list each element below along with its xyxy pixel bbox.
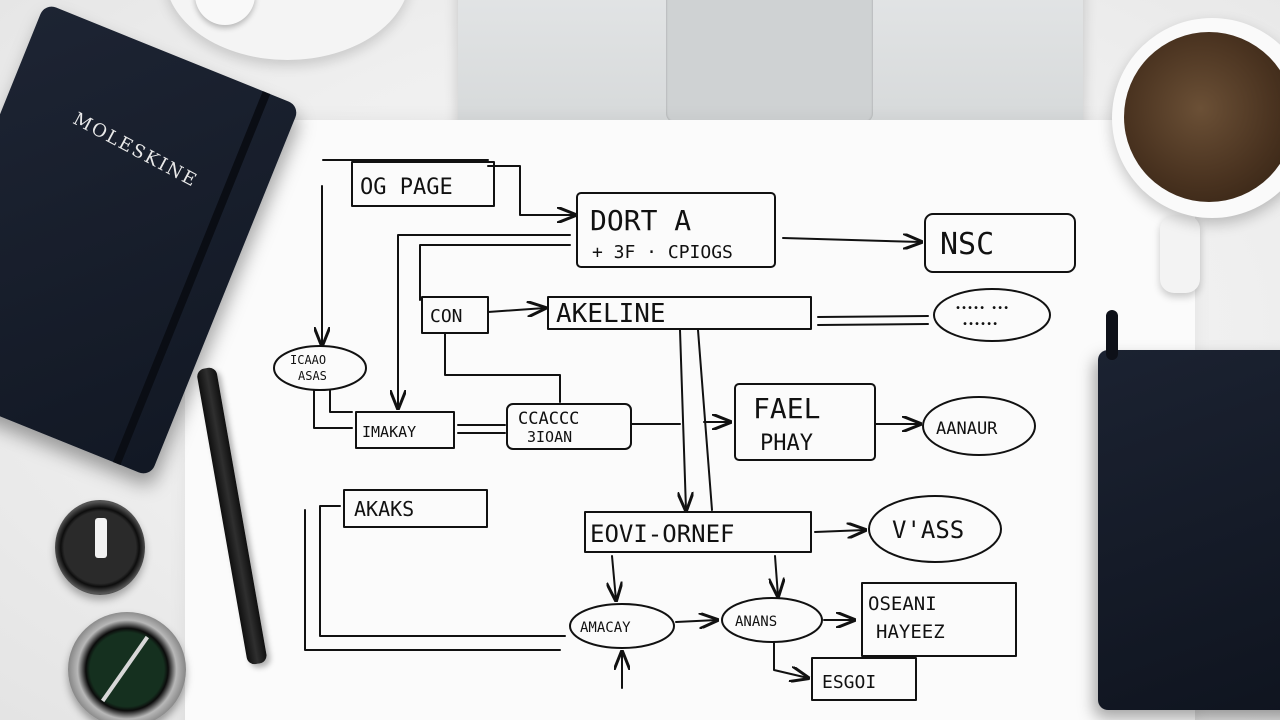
label-oseani-1: OSEANI	[868, 593, 937, 615]
line-oval-imakay-2	[329, 389, 353, 413]
box-akaks	[343, 489, 488, 528]
line-oval-imakay	[313, 389, 353, 429]
label-fael-2: PHAY	[760, 431, 813, 456]
arrow-dort-to-nsc	[782, 238, 921, 242]
arrow-con-to-akeline	[487, 308, 545, 312]
box-fael	[734, 383, 876, 461]
label-dort-a-sub: + 3F · CPIOGS	[592, 242, 733, 263]
arrow-og-to-dort	[322, 159, 575, 215]
label-oval-right-1: ∙∙∙∙∙ ∙∙∙	[955, 303, 1009, 314]
label-oval-left-2: ASAS	[298, 369, 327, 383]
box-imakay	[355, 411, 455, 449]
label-esgo: ESGOI	[822, 672, 876, 693]
coffee-cup	[1112, 18, 1280, 218]
box-akeline	[547, 296, 812, 330]
double-line-akeline	[817, 315, 929, 326]
paper-sheet	[185, 120, 1195, 720]
box-con	[421, 296, 489, 334]
oval-right-top	[933, 288, 1051, 342]
compass-dial	[68, 612, 186, 720]
box-esgo	[811, 657, 917, 701]
trackpad	[666, 0, 873, 123]
arrow-eovi-to-vass	[814, 530, 865, 532]
label-ccacc-1: CCACCC	[518, 409, 579, 429]
arrow-akeline-to-eovi	[680, 329, 686, 510]
compass-lid	[55, 500, 145, 595]
double-line-imakay-ccacc	[457, 424, 506, 434]
label-imakay: IMAKAY	[362, 423, 416, 441]
arrow-eovi-to-anans	[775, 555, 778, 596]
label-akaks: AKAKS	[354, 497, 414, 521]
box-oseani	[861, 582, 1017, 657]
label-eovi: EOVI-ORNEF	[590, 520, 735, 548]
notebook-right	[1098, 310, 1280, 710]
label-con: CON	[430, 306, 463, 327]
label-oval-right-2: ∙∙∙∙∙∙	[962, 319, 998, 330]
label-nsc: NSC	[940, 227, 994, 262]
arrow-anans-to-esgo	[773, 641, 808, 678]
bookmark-ribbon	[1106, 310, 1118, 360]
label-akeline: AKELINE	[556, 299, 666, 329]
arrow-dort-to-imakay	[398, 234, 571, 408]
label-og-page: OG PAGE	[360, 175, 453, 200]
label-oseani-2: HAYEEZ	[876, 621, 945, 643]
line-akaks-amacay-2	[304, 509, 561, 651]
label-fael-1: FAEL	[753, 392, 820, 425]
oval-amacay	[569, 603, 675, 649]
coffee	[1124, 32, 1280, 202]
label-vass: V'ASS	[892, 516, 964, 544]
box-nsc	[924, 213, 1076, 273]
box-ccacc	[506, 403, 632, 450]
line-akaks-amacay	[319, 505, 566, 637]
arrow-amacay-to-anans	[675, 620, 717, 622]
box-og-page	[351, 161, 495, 207]
compass-hinge	[95, 518, 107, 558]
label-dort-a: DORT A	[590, 204, 691, 237]
label-anans: ANANS	[735, 614, 777, 630]
oval-vass	[868, 495, 1002, 563]
line-con-ccacc	[444, 332, 561, 403]
label-amacay: AMACAY	[580, 620, 631, 636]
oval-anaur	[922, 396, 1036, 456]
label-oval-left-1: ICAAO	[290, 353, 326, 367]
line-akeline-eovi	[697, 329, 713, 511]
label-ccacc-2: 3IOAN	[527, 428, 572, 446]
label-anaur: AANAUR	[936, 419, 998, 439]
cup-handle	[1160, 215, 1200, 293]
line-dort-con	[419, 244, 571, 301]
arrow-eovi-to-amacay	[612, 555, 616, 600]
box-eovi	[584, 511, 812, 553]
